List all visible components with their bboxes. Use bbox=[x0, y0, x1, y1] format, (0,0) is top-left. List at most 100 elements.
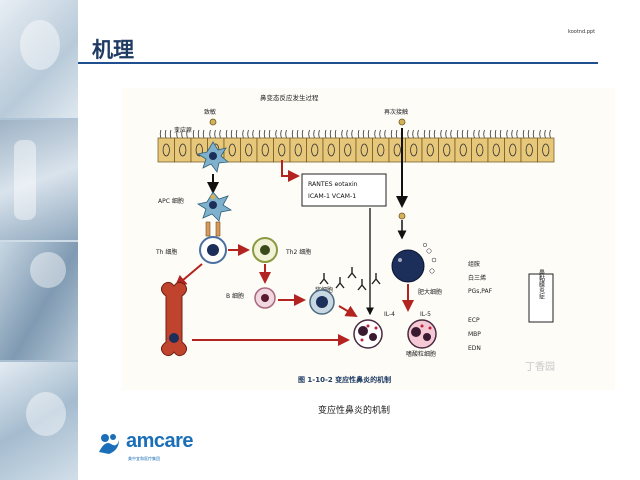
cilium bbox=[461, 129, 464, 139]
cilium bbox=[186, 129, 188, 139]
cilium bbox=[466, 129, 469, 139]
cilium bbox=[169, 129, 172, 139]
label-eosinophil: 嗜酸粒细胞 bbox=[406, 350, 436, 358]
epithelial-cell bbox=[372, 137, 390, 163]
label-granule-3: EDN bbox=[468, 345, 481, 352]
label-mediator-2: 白三烯 bbox=[468, 274, 486, 282]
side-photo-baby bbox=[0, 0, 78, 118]
cilium bbox=[499, 129, 502, 139]
cilium bbox=[390, 129, 393, 139]
cilium bbox=[197, 129, 200, 139]
allergen-particle-3 bbox=[398, 212, 406, 220]
figure-heading: 鼻变态反应发生过程 bbox=[260, 93, 319, 102]
eosinophil-cell-2 bbox=[407, 319, 437, 349]
watermark: 丁香园 bbox=[525, 361, 555, 373]
epithelial-nucleus bbox=[278, 143, 286, 157]
epithelial-nucleus bbox=[542, 143, 550, 157]
epithelial-nucleus bbox=[294, 143, 302, 157]
arrow-epi-box bbox=[281, 160, 300, 182]
epithelial-cell bbox=[388, 137, 406, 163]
cilium bbox=[395, 129, 398, 139]
cilium bbox=[280, 129, 282, 139]
cilium bbox=[428, 129, 431, 139]
amcare-logo-subtitle: 美中宜和医疗集团 bbox=[128, 456, 160, 461]
th-cell bbox=[199, 236, 227, 264]
epithelial-cell bbox=[537, 137, 555, 163]
cilium bbox=[242, 129, 244, 139]
cilium bbox=[164, 129, 167, 139]
label-granule-2: MBP bbox=[468, 331, 481, 338]
cilium bbox=[268, 129, 271, 139]
apc-cell bbox=[196, 191, 233, 222]
epithelial-nucleus bbox=[228, 143, 236, 157]
cilium bbox=[440, 129, 442, 139]
cilium bbox=[494, 129, 497, 139]
epithelial-nucleus bbox=[311, 143, 319, 157]
figure-caption: 图 1-10-2 变应性鼻炎的机制 bbox=[298, 375, 391, 384]
cilium bbox=[478, 129, 480, 139]
cilium bbox=[346, 129, 348, 139]
cilium bbox=[506, 129, 508, 139]
cilium bbox=[219, 129, 221, 139]
epithelial-nucleus bbox=[162, 143, 170, 157]
allergen-particle-2 bbox=[398, 118, 406, 126]
epithelial-nucleus bbox=[377, 143, 385, 157]
epithelium-layer bbox=[157, 137, 555, 163]
label-mast: 肥大细胞 bbox=[418, 288, 442, 296]
cilium bbox=[247, 129, 249, 139]
side-photo-child bbox=[0, 362, 78, 480]
cilium bbox=[407, 129, 409, 139]
epithelial-cell bbox=[240, 137, 258, 163]
label-il5: IL-5 bbox=[420, 311, 431, 318]
cilium bbox=[527, 129, 530, 139]
bone-marrow bbox=[160, 281, 188, 357]
cilium bbox=[473, 129, 475, 139]
label-il4: IL-4 bbox=[384, 311, 395, 318]
inflammation-box-label: 鼻黏膜炎症 bbox=[538, 268, 545, 300]
cilium bbox=[301, 129, 304, 139]
epithelial-cell bbox=[355, 137, 373, 163]
title-rule bbox=[78, 62, 598, 64]
cilium bbox=[181, 129, 183, 139]
label-apc: APC 细胞 bbox=[158, 197, 184, 205]
epithelial-cell bbox=[289, 137, 307, 163]
label-th2: Th2 细胞 bbox=[285, 248, 311, 256]
cilium bbox=[296, 129, 299, 139]
cilium bbox=[308, 129, 310, 139]
cilium bbox=[374, 129, 376, 139]
epithelial-cell bbox=[405, 137, 423, 163]
cilium bbox=[230, 129, 233, 139]
epithelial-nucleus bbox=[492, 143, 500, 157]
epithelial-nucleus bbox=[410, 143, 418, 157]
epithelial-nucleus bbox=[426, 143, 434, 157]
epithelial-cell bbox=[504, 137, 522, 163]
cilium bbox=[412, 129, 414, 139]
apc-cell-epithelium bbox=[196, 141, 229, 173]
cilium bbox=[209, 129, 211, 139]
cilium bbox=[445, 129, 447, 139]
cilium bbox=[291, 129, 294, 139]
slide-title: 机理 bbox=[92, 38, 134, 62]
epithelial-cell bbox=[322, 137, 340, 163]
slide-caption: 变应性鼻炎的机制 bbox=[318, 406, 391, 416]
epithelial-cell bbox=[454, 137, 472, 163]
label-sensitize: 致敏 bbox=[204, 108, 216, 116]
epithelial-cell bbox=[273, 137, 291, 163]
cilium bbox=[549, 129, 551, 139]
tcr-receptor-left bbox=[205, 221, 211, 237]
cilium bbox=[285, 129, 287, 139]
amcare-logo-text: amcare bbox=[126, 430, 194, 452]
cilium bbox=[176, 129, 178, 139]
chemokine-box bbox=[301, 173, 387, 207]
mechanism-diagram: 鼻变态反应发生过程 致敏 变应原 再次接触 APC 细胞 Th 细胞 bbox=[155, 93, 555, 384]
cilium bbox=[351, 129, 353, 139]
epithelial-nucleus bbox=[393, 143, 401, 157]
cilium bbox=[214, 129, 216, 139]
side-photo-strip bbox=[0, 0, 78, 480]
cilium bbox=[483, 129, 485, 139]
epithelial-nucleus bbox=[327, 143, 335, 157]
amcare-logo-icon bbox=[99, 434, 119, 454]
cilium bbox=[275, 129, 277, 139]
eosinophil-cell-1 bbox=[353, 319, 383, 349]
cilium bbox=[516, 129, 518, 139]
